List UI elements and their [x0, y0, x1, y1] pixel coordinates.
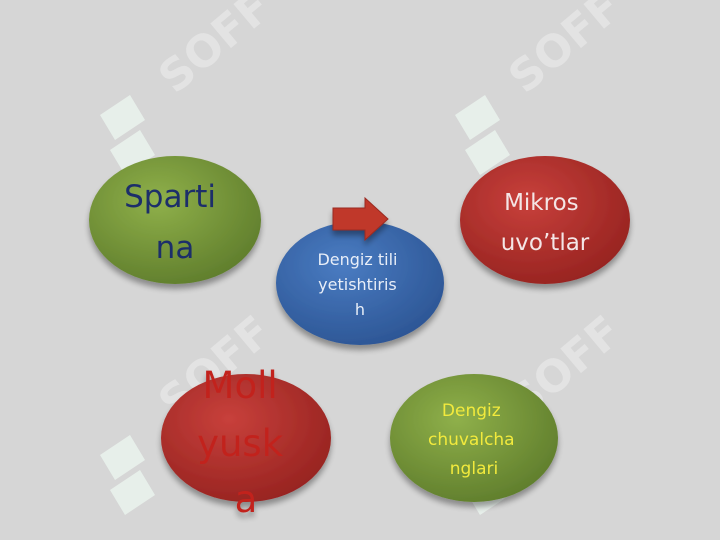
node-dengiz-chuvalchanglari-line-2: chuvalcha	[428, 430, 515, 450]
node-mollyuska-line-2: yusk	[197, 422, 284, 465]
node-dengiz-tili-line-3: h	[355, 300, 365, 319]
watermark-text-2: SOFF	[499, 0, 631, 103]
node-dengiz-chuvalchanglari-ellipse	[390, 374, 558, 502]
node-mollyuska-ellipse	[161, 374, 331, 502]
right-arrow-icon	[332, 196, 389, 242]
node-mollyuska-line-1: Moll	[203, 364, 278, 407]
svg-text:Dengiz chuvalcha: Dengiz chuvalcha nglari	[428, 401, 520, 479]
svg-text:Mikros uvo’tlar: Mikros uvo’tlar	[501, 190, 590, 256]
svg-text:Sparti na: Sparti na	[124, 179, 226, 266]
node-dengiz-tili-line-1: Dengiz tili	[317, 250, 397, 269]
node-mollyuska: Moll yusk a	[161, 364, 331, 521]
svg-text:Moll yusk a: Moll yusk a	[197, 364, 295, 521]
node-mikrosuvotlar-line-1: Mikros	[504, 190, 579, 216]
watermark-2: SOFF	[499, 0, 631, 103]
node-dengiz-tili-ellipse	[276, 221, 444, 345]
node-dengiz-tili-line-2: yetishtiris	[318, 275, 397, 294]
node-spartina-ellipse	[89, 156, 261, 284]
node-dengiz-tili: Dengiz tili yetishtiris h	[276, 221, 444, 345]
node-spartina-line-1: Sparti	[124, 179, 216, 215]
node-dengiz-chuvalchanglari-line-1: Dengiz	[442, 401, 501, 421]
node-mikrosuvotlar-ellipse	[460, 156, 630, 284]
watermark-1: SOFF	[149, 0, 281, 103]
node-mikrosuvotlar-line-2: uvo’tlar	[501, 230, 590, 256]
watermark-text-1: SOFF	[149, 0, 281, 103]
node-mikrosuvotlar: Mikros uvo’tlar	[460, 156, 630, 284]
node-spartina-line-2: na	[156, 230, 195, 266]
node-dengiz-chuvalchanglari: Dengiz chuvalcha nglari	[390, 374, 558, 502]
node-mollyuska-line-3: a	[235, 478, 258, 521]
svg-text:Dengiz tili yetishtir: Dengiz tili yetishtiris h	[317, 250, 402, 319]
node-dengiz-chuvalchanglari-line-3: nglari	[450, 459, 498, 479]
node-spartina: Sparti na	[89, 156, 261, 284]
